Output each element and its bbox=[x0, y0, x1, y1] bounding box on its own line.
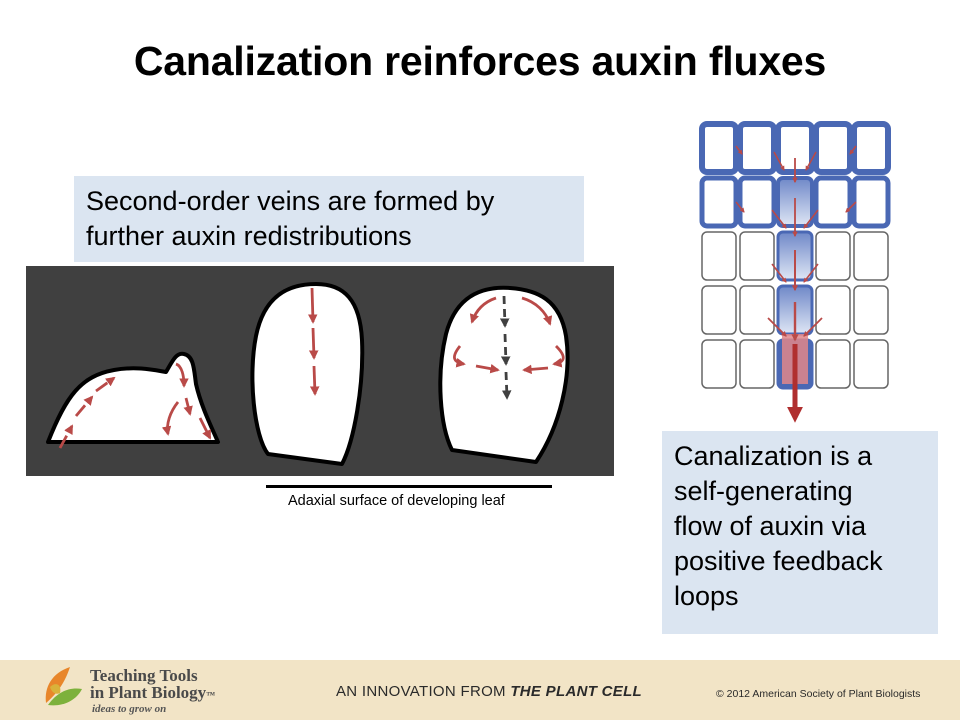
cell bbox=[813, 175, 853, 229]
innovation-prefix: AN INNOVATION FROM bbox=[336, 683, 506, 700]
flux-arrow bbox=[773, 151, 785, 171]
flux-arrow bbox=[803, 263, 819, 283]
leaf-middle bbox=[250, 282, 365, 466]
cell bbox=[739, 339, 775, 389]
arrow-2b bbox=[308, 327, 319, 360]
callout-right-line-1: Canalization is a bbox=[674, 441, 873, 471]
cell bbox=[737, 121, 777, 175]
arrow-1c bbox=[95, 376, 116, 393]
callout-right-line-3: flow of auxin via bbox=[674, 511, 867, 541]
arrow-1a bbox=[58, 424, 74, 449]
logo-line-2: in Plant Biology™ bbox=[90, 684, 215, 704]
arrow-1d bbox=[175, 362, 189, 388]
cell bbox=[739, 231, 775, 281]
flux-arrow bbox=[767, 317, 787, 337]
arrow-3e bbox=[475, 363, 500, 374]
scale-bar bbox=[266, 485, 552, 488]
arrow-3h bbox=[500, 333, 511, 366]
callout-right-line-5: loops bbox=[674, 581, 739, 611]
cell bbox=[737, 175, 777, 229]
arrow-1f bbox=[183, 397, 193, 416]
innovation-journal: THE PLANT CELL bbox=[510, 683, 643, 700]
cell bbox=[815, 285, 851, 335]
arrow-3a bbox=[469, 296, 497, 324]
callout-right-line-2: self-generating bbox=[674, 476, 853, 506]
cell bbox=[701, 231, 737, 281]
arrow-2a bbox=[308, 287, 318, 324]
flux-arrow bbox=[735, 201, 745, 213]
flux-arrow bbox=[803, 317, 823, 337]
arrow-3b bbox=[521, 296, 553, 326]
footer-innovation: AN INNOVATION FROM THE PLANT CELL bbox=[336, 683, 642, 700]
flux-arrow bbox=[805, 151, 817, 171]
cell bbox=[701, 285, 737, 335]
cell bbox=[815, 231, 851, 281]
arrow-3d bbox=[552, 345, 565, 368]
flux-arrow bbox=[803, 209, 819, 229]
callout-left-line-1: Second-order veins are formed by bbox=[86, 186, 495, 216]
flux-arrow bbox=[771, 263, 787, 283]
cell bbox=[851, 121, 891, 175]
cell bbox=[853, 339, 889, 389]
footer-logo-text: Teaching Tools in Plant Biology™ bbox=[90, 667, 215, 704]
leaf-primordium-early bbox=[46, 351, 220, 444]
logo-line-1: Teaching Tools bbox=[90, 666, 198, 685]
footer-copyright: © 2012 American Society of Plant Biologi… bbox=[716, 688, 921, 700]
flux-arrow bbox=[735, 145, 743, 155]
arrow-3f bbox=[522, 364, 549, 375]
cell bbox=[813, 121, 853, 175]
callout-right-line-4: positive feedback bbox=[674, 546, 883, 576]
cell bbox=[853, 231, 889, 281]
cell bbox=[851, 175, 891, 229]
arrow-3c bbox=[453, 345, 466, 368]
flux-arrow bbox=[771, 209, 787, 229]
cell bbox=[699, 121, 739, 175]
cell bbox=[815, 339, 851, 389]
cell bbox=[739, 285, 775, 335]
cell bbox=[699, 175, 739, 229]
arrow-1b bbox=[74, 395, 94, 417]
arrow-2c bbox=[309, 365, 320, 396]
leaf-logo-icon bbox=[45, 667, 82, 706]
cell bbox=[701, 339, 737, 389]
cell bbox=[853, 285, 889, 335]
logo-tagline: ideas to grow on bbox=[92, 703, 167, 715]
callout-left-line-2: further auxin redistributions bbox=[86, 221, 412, 251]
flux-arrow bbox=[845, 201, 857, 213]
logo-line-2-text: in Plant Biology bbox=[90, 683, 207, 702]
canalization-cell-grid bbox=[696, 118, 896, 430]
trademark: ™ bbox=[206, 690, 216, 700]
footer-bar bbox=[0, 660, 960, 720]
leaf-late bbox=[438, 285, 570, 464]
flux-arrow bbox=[849, 145, 857, 155]
arrow-1e bbox=[161, 401, 180, 436]
slide-title: Canalization reinforces auxin fluxes bbox=[133, 38, 827, 84]
arrow-3i bbox=[501, 371, 512, 400]
callout-canalization: Canalization is a self-generating flow o… bbox=[662, 431, 938, 634]
arrow-3g bbox=[499, 295, 510, 328]
leaf-development-diagram bbox=[26, 266, 614, 476]
callout-second-order-veins: Second-order veins are formed by further… bbox=[74, 176, 584, 262]
arrow-1g bbox=[198, 417, 212, 440]
diagram-caption: Adaxial surface of developing leaf bbox=[288, 493, 505, 509]
